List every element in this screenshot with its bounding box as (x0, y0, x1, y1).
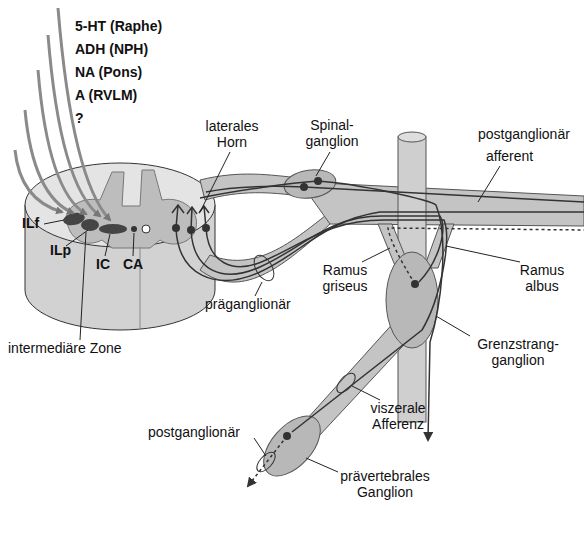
descending-pathway (58, 8, 110, 220)
nerve-band (398, 132, 426, 142)
nucleus (99, 224, 127, 234)
text-label: ADH (NPH) (75, 41, 148, 57)
text-label: postganglionär (478, 126, 570, 142)
text-label: ? (75, 110, 84, 126)
leader-line (306, 458, 338, 472)
nerve-fiber (206, 220, 447, 432)
nucleus (142, 225, 150, 233)
leader-line (316, 152, 330, 176)
text-label: prävertebrales Ganglion (330, 468, 440, 500)
ganglion (253, 167, 438, 487)
nerve-band (200, 132, 584, 452)
text-label: präganglionär (205, 296, 291, 312)
text-label: IC (96, 256, 110, 272)
nerve-band (424, 224, 454, 268)
text-label: afferent (486, 148, 533, 164)
nucleus (131, 226, 137, 232)
text-label: ILf (22, 215, 39, 231)
leader-line (80, 232, 86, 340)
text-label: Spinal- ganglion (300, 117, 364, 149)
text-label: postganglionär (148, 424, 240, 440)
text-label: CA (123, 256, 143, 272)
leader-line (436, 316, 470, 336)
nerve-fiber (172, 205, 184, 228)
text-label: A (RVLM) (75, 87, 137, 103)
nerve-fiber (206, 186, 584, 202)
nerve-fiber (187, 207, 197, 230)
nerve-fiber (191, 216, 443, 282)
spinal-cord (25, 163, 215, 247)
text-label: 5-HT (Raphe) (75, 18, 162, 34)
text-label: ILp (50, 242, 71, 258)
leader-line (352, 386, 380, 400)
leader-line (362, 248, 390, 262)
descending-pathway (15, 8, 110, 220)
text-label: intermediäre Zone (8, 340, 122, 356)
text-label: Ramus albus (512, 262, 572, 294)
leader-line (105, 234, 110, 256)
leader-line (255, 282, 262, 296)
fiber-marker (254, 449, 279, 475)
text-label: Grenzstrang- ganglion (470, 336, 566, 368)
text-label: Ramus griseus (314, 262, 376, 294)
leader-line (44, 220, 64, 224)
descending-pathway (25, 110, 73, 213)
fiber-marker (334, 370, 359, 396)
nerve-fiber (199, 206, 209, 228)
nucleus (81, 219, 99, 231)
leader-line (133, 233, 134, 256)
descending-pathway (15, 150, 62, 212)
fiber-marker (250, 252, 278, 284)
text-label: laterales Horn (192, 118, 272, 150)
spinal-cord (25, 163, 215, 330)
nerve-fiber (248, 436, 287, 486)
ganglion (253, 406, 331, 486)
text-label: viszerale Afferenz (356, 400, 440, 432)
nerve-fiber (200, 181, 443, 440)
leader-line (44, 152, 520, 472)
leader-line (200, 152, 230, 212)
text-label: NA (Pons) (75, 64, 142, 80)
leader-line (254, 438, 266, 456)
nerve-fiber (172, 181, 584, 486)
leader-line (446, 246, 520, 262)
leader-line (478, 166, 500, 202)
